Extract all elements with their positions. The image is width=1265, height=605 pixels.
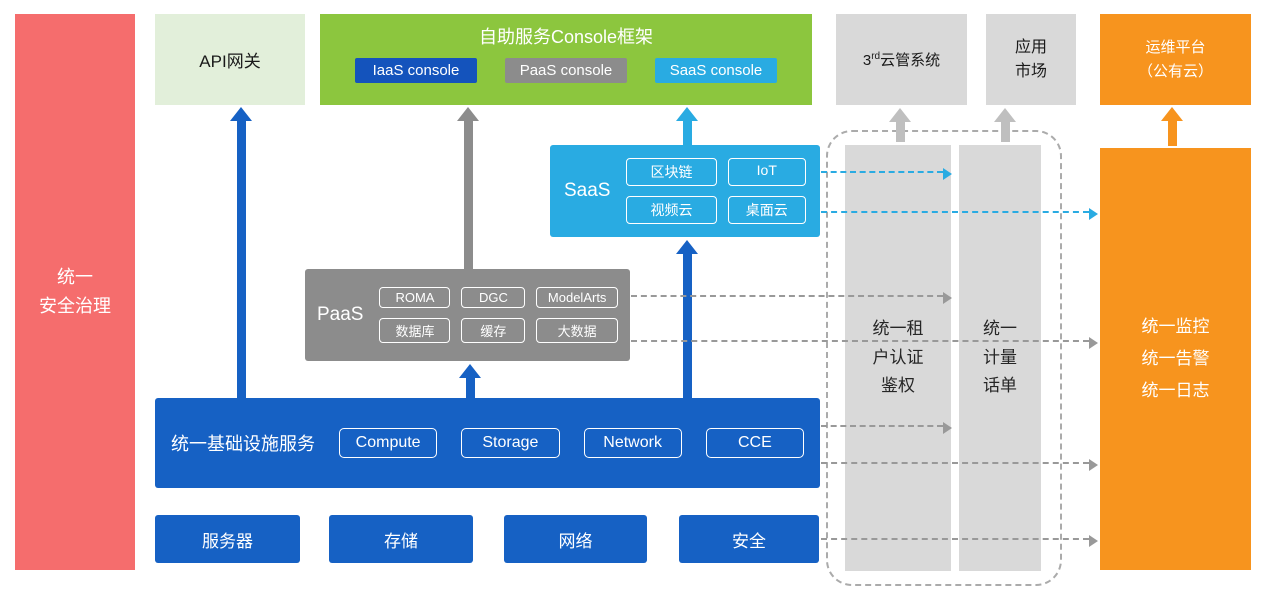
arrow-auth-to-third-party-cloud xyxy=(889,108,911,142)
monitor-alarm-log-label: 统一监控 统一告警 统一日志 xyxy=(1141,316,1210,401)
paas-chip-grid: ROMA DGC ModelArts 数据库 缓存 大数据 xyxy=(379,287,618,343)
security-governance-label: 统一 安全治理 xyxy=(39,267,111,316)
paas-chip-database: 数据库 xyxy=(379,318,451,343)
om-platform-label: 运维平台 （公有云） xyxy=(1137,39,1213,80)
infrastructure-panel-label: 统一基础设施服务 xyxy=(171,434,315,454)
security-governance-bar: 统一 安全治理 xyxy=(15,14,135,570)
paas-chip-roma: ROMA xyxy=(379,287,451,308)
om-platform-box: 运维平台 （公有云） xyxy=(1100,14,1251,105)
third-party-cloud-box: 3rd云管系统 xyxy=(836,14,967,105)
resource-box-server: 服务器 xyxy=(155,515,300,563)
dash-paas-to-metering xyxy=(631,292,952,304)
arrow-metering-to-app-market xyxy=(994,108,1016,142)
saas-chip-iot: IoT xyxy=(727,158,806,186)
saas-panel-label: SaaS xyxy=(564,180,611,201)
console-buttons-row: IaaS console PaaS console SaaS console xyxy=(355,58,777,83)
arrow-paas-to-console xyxy=(457,107,479,269)
arrow-infra-to-paas xyxy=(459,364,481,398)
paas-panel-label: PaaS xyxy=(317,304,364,325)
arrow-monitor-to-om-platform xyxy=(1161,107,1183,146)
shared-services-dashed-container xyxy=(826,130,1062,586)
tenant-auth-column: 统一租 户认证 鉴权 xyxy=(845,145,951,571)
infrastructure-chip-row: Compute Storage Network CCE xyxy=(339,428,804,458)
api-gateway-box: API网关 xyxy=(155,14,305,105)
api-gateway-label: API网关 xyxy=(199,52,261,71)
resource-box-security: 安全 xyxy=(679,515,819,563)
monitor-alarm-log-panel: 统一监控 统一告警 统一日志 xyxy=(1100,148,1251,570)
resource-storage-label: 存储 xyxy=(384,531,418,551)
infra-chip-network: Network xyxy=(583,428,682,458)
arrow-saas-to-console xyxy=(676,107,698,145)
infra-chip-compute: Compute xyxy=(339,428,438,458)
arrow-infra-to-saas xyxy=(676,240,698,398)
infra-chip-storage: Storage xyxy=(461,428,560,458)
saas-panel: SaaS 区块链 IoT 视频云 桌面云 xyxy=(550,145,820,237)
paas-chip-bigdata: 大数据 xyxy=(536,318,618,343)
resource-server-label: 服务器 xyxy=(202,531,253,551)
infrastructure-panel: 统一基础设施服务 Compute Storage Network CCE xyxy=(155,398,820,488)
paas-panel: PaaS ROMA DGC ModelArts 数据库 缓存 大数据 xyxy=(305,269,630,361)
paas-console-button: PaaS console xyxy=(505,58,627,83)
console-frame-title: 自助服务Console框架 xyxy=(478,27,654,47)
dash-infra-to-monitor xyxy=(821,459,1098,471)
metering-column: 统一 计量 话单 xyxy=(959,145,1041,571)
third-party-cloud-label: 3rd云管系统 xyxy=(862,51,941,69)
resource-network-label: 网络 xyxy=(558,531,593,551)
resource-box-network: 网络 xyxy=(504,515,647,563)
resource-security-label: 安全 xyxy=(732,531,766,551)
saas-chip-desktop-cloud: 桌面云 xyxy=(727,196,806,224)
paas-chip-modelarts: ModelArts xyxy=(536,287,618,308)
saas-chip-blockchain: 区块链 xyxy=(626,158,717,186)
saas-chip-grid: 区块链 IoT 视频云 桌面云 xyxy=(626,158,806,224)
arrow-infra-to-api-gateway xyxy=(230,107,252,398)
infra-chip-cce: CCE xyxy=(705,428,804,458)
paas-chip-dgc: DGC xyxy=(461,287,526,308)
dash-infra-to-metering xyxy=(821,422,952,434)
saas-chip-video-cloud: 视频云 xyxy=(626,196,717,224)
app-market-label: 应用 市场 xyxy=(1014,38,1047,80)
tenant-auth-label: 统一租 户认证 鉴权 xyxy=(872,318,924,396)
iaas-console-button: IaaS console xyxy=(355,58,477,83)
console-frame-box: 自助服务Console框架 IaaS console PaaS console … xyxy=(320,14,812,105)
resource-box-storage: 存储 xyxy=(329,515,473,563)
dash-saas-to-auth xyxy=(821,168,952,180)
dash-security-to-monitor xyxy=(821,535,1098,547)
dash-saas-to-monitor xyxy=(821,208,1098,220)
dash-paas-to-monitor xyxy=(631,337,1098,349)
paas-chip-cache: 缓存 xyxy=(461,318,526,343)
saas-console-button: SaaS console xyxy=(655,58,777,83)
app-market-box: 应用 市场 xyxy=(986,14,1076,105)
metering-label: 统一 计量 话单 xyxy=(983,318,1017,396)
